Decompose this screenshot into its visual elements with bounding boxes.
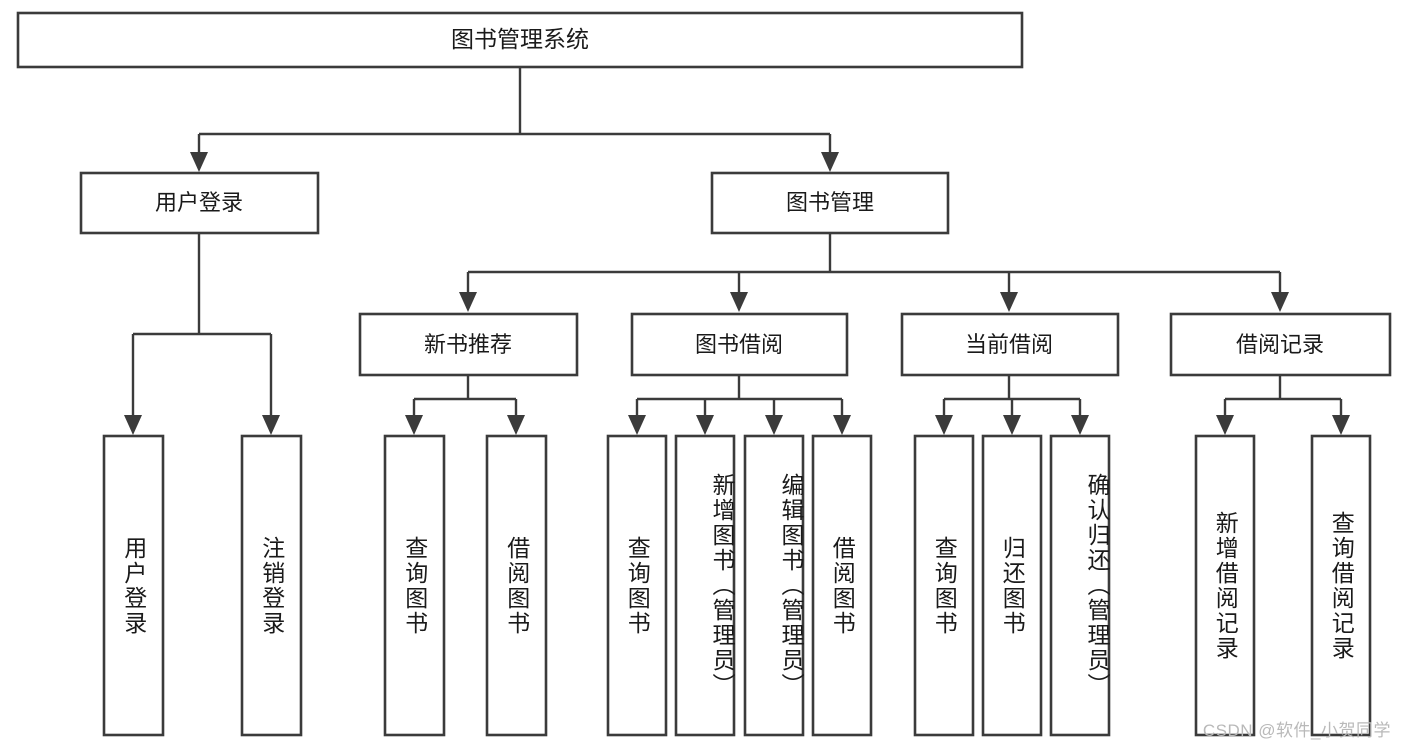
node-new-book-recommend-rect[interactable] xyxy=(358,312,579,377)
arrow-head-cb-leaf2 xyxy=(1003,415,1021,435)
arrow-head-new-book xyxy=(459,292,477,312)
node-user-login[interactable]: 用户登录 xyxy=(79,171,320,235)
arrow-head-nb-leaf1 xyxy=(405,415,423,435)
leaf-rect-logout[interactable] xyxy=(240,434,303,737)
arrow-head-leaf-user-login xyxy=(124,415,142,435)
node-book-management[interactable]: 图书管理 xyxy=(710,171,950,235)
connector-group-book-mgmt xyxy=(459,233,1289,312)
node-user-login-label: 用户登录 xyxy=(155,190,243,215)
node-new-book-recommend-label: 新书推荐 xyxy=(424,332,512,357)
node-root-label: 图书管理系统 xyxy=(451,26,589,52)
arrow-head-book-borrow xyxy=(730,292,748,312)
connector-group-current-borrow xyxy=(935,376,1089,435)
node-borrow-record-label: 借阅记录 xyxy=(1236,332,1324,357)
arrow-head-book-mgmt xyxy=(821,152,839,172)
arrow-head-cb-leaf1 xyxy=(935,415,953,435)
arrow-head-borrow-record xyxy=(1271,292,1289,312)
arrow-head-br-leaf2 xyxy=(1332,415,1350,435)
arrow-head-nb-leaf2 xyxy=(507,415,525,435)
arrow-head-bb-leaf3 xyxy=(765,415,783,435)
arrow-head-current-borrow xyxy=(1000,292,1018,312)
node-root[interactable]: 图书管理系统 xyxy=(16,11,1024,69)
node-book-borrow[interactable]: 图书借阅 xyxy=(630,312,849,377)
connector-group-new-book xyxy=(405,376,525,435)
node-root-rect[interactable] xyxy=(16,11,1024,69)
node-current-borrow-rect[interactable] xyxy=(900,312,1120,377)
leaf-rect-bb-borrow-book[interactable] xyxy=(811,434,873,737)
arrow-head-br-leaf1 xyxy=(1216,415,1234,435)
leaf-rect-user-login[interactable] xyxy=(102,434,165,737)
arrow-head-bb-leaf2 xyxy=(696,415,714,435)
node-user-login-rect[interactable] xyxy=(79,171,320,235)
arrow-head-user-login xyxy=(190,152,208,172)
leaf-rect-bb-edit-book[interactable] xyxy=(743,434,805,737)
arrow-head-cb-leaf3 xyxy=(1071,415,1089,435)
leaf-rect-nb-borrow-book[interactable] xyxy=(485,434,548,737)
node-book-borrow-label: 图书借阅 xyxy=(695,332,783,357)
node-book-borrow-rect[interactable] xyxy=(630,312,849,377)
leaf-rect-cb-return-book[interactable] xyxy=(981,434,1043,737)
node-book-management-label: 图书管理 xyxy=(786,190,874,215)
connector-group-book-borrow xyxy=(628,376,851,435)
leaf-rect-nb-query-book[interactable] xyxy=(383,434,446,737)
leaf-rect-bb-query-book[interactable] xyxy=(606,434,668,737)
node-current-borrow[interactable]: 当前借阅 xyxy=(900,312,1120,377)
arrow-head-bb-leaf1 xyxy=(628,415,646,435)
arrow-head-leaf-logout xyxy=(262,415,280,435)
arrow-head-bb-leaf4 xyxy=(833,415,851,435)
node-borrow-record[interactable]: 借阅记录 xyxy=(1169,312,1392,377)
connector-group-user-login xyxy=(124,233,280,435)
node-book-management-rect[interactable] xyxy=(710,171,950,235)
leaf-rect-cb-confirm-return[interactable] xyxy=(1049,434,1111,737)
connector-group-root xyxy=(190,68,839,172)
leaf-rect-br-query-record[interactable] xyxy=(1310,434,1372,737)
csdn-watermark: CSDN @软件_小贺同学 xyxy=(1202,721,1391,740)
node-current-borrow-label: 当前借阅 xyxy=(965,332,1053,357)
node-new-book-recommend[interactable]: 新书推荐 xyxy=(358,312,579,377)
node-borrow-record-rect[interactable] xyxy=(1169,312,1392,377)
leaf-rect-br-add-record[interactable] xyxy=(1194,434,1256,737)
connector-group-borrow-record xyxy=(1216,376,1350,435)
leaf-rect-bb-add-book[interactable] xyxy=(674,434,736,737)
leaf-rect-cb-query-book[interactable] xyxy=(913,434,975,737)
